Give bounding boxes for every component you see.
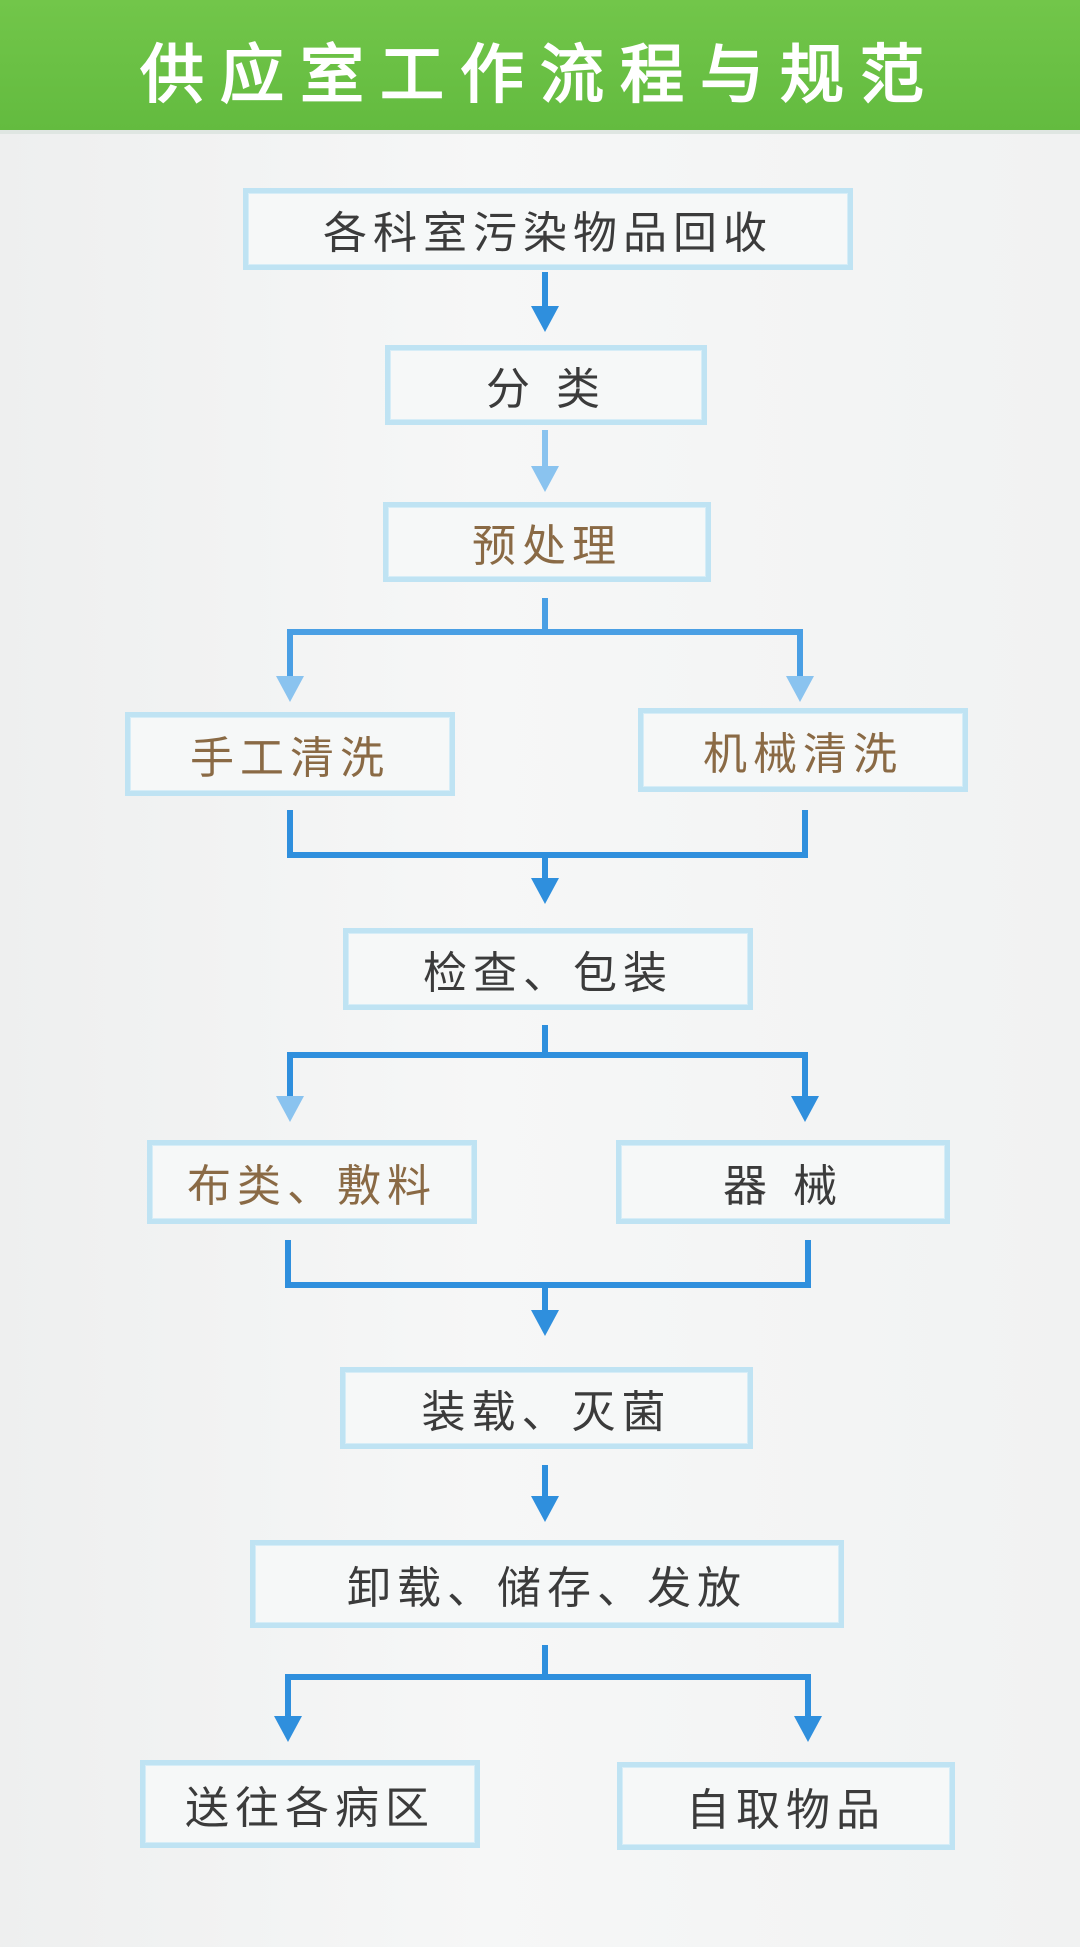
page-title: 供应室工作流程与规范 (140, 39, 940, 113)
arrowhead-to-machine-wash (786, 676, 814, 702)
step-pretreat-label: 预处理 (472, 521, 622, 572)
connector-pretreat-split (287, 629, 803, 678)
step-manual-wash-label: 手工清洗 (190, 733, 390, 784)
step-classify-label: 分 类 (486, 364, 606, 415)
arrowhead-to-manual-wash (276, 676, 304, 702)
connector-sterile-merge (285, 1240, 811, 1288)
arrowhead-to-cloth (276, 1096, 304, 1122)
connector-inspect-split (287, 1052, 808, 1098)
arrowhead-to-classify (531, 306, 559, 332)
step-self-pickup: 自取物品 (617, 1762, 955, 1850)
step-inspect-pack-label: 检查、包装 (423, 948, 673, 999)
step-deliver-wards-label: 送往各病区 (185, 1783, 435, 1834)
banner-divider (0, 130, 1080, 134)
step-cloth-dressing: 布类、敷料 (147, 1140, 477, 1224)
arrowhead-to-pickup (794, 1716, 822, 1742)
step-machine-wash: 机械清洗 (638, 708, 968, 792)
connector-wash-merge (287, 810, 808, 858)
step-load-sterilize: 装载、灭菌 (340, 1367, 753, 1449)
step-instruments: 器 械 (616, 1140, 950, 1224)
step-collect-label: 各科室污染物品回收 (323, 208, 773, 259)
step-machine-wash-label: 机械清洗 (703, 729, 903, 780)
step-self-pickup-label: 自取物品 (686, 1785, 886, 1836)
step-instruments-label: 器 械 (723, 1161, 843, 1212)
step-unload-store-issue: 卸载、储存、发放 (250, 1540, 844, 1628)
step-collect: 各科室污染物品回收 (243, 188, 853, 270)
arrowhead-to-inspect (531, 878, 559, 904)
step-unload-store-issue-label: 卸载、储存、发放 (347, 1563, 747, 1614)
arrowhead-to-wards (274, 1716, 302, 1742)
title-banner: 供应室工作流程与规范 (0, 0, 1080, 130)
arrowhead-to-instruments (791, 1096, 819, 1122)
step-manual-wash: 手工清洗 (125, 712, 455, 796)
step-classify: 分 类 (385, 345, 707, 425)
connector-unload-split (285, 1674, 811, 1718)
arrowhead-to-pretreat (531, 466, 559, 492)
step-inspect-pack: 检查、包装 (343, 928, 753, 1010)
arrowhead-to-load (531, 1310, 559, 1336)
step-cloth-dressing-label: 布类、敷料 (187, 1161, 437, 1212)
step-deliver-wards: 送往各病区 (140, 1760, 480, 1848)
step-load-sterilize-label: 装载、灭菌 (421, 1387, 672, 1438)
step-pretreat: 预处理 (383, 502, 711, 582)
arrowhead-to-unload (531, 1496, 559, 1522)
